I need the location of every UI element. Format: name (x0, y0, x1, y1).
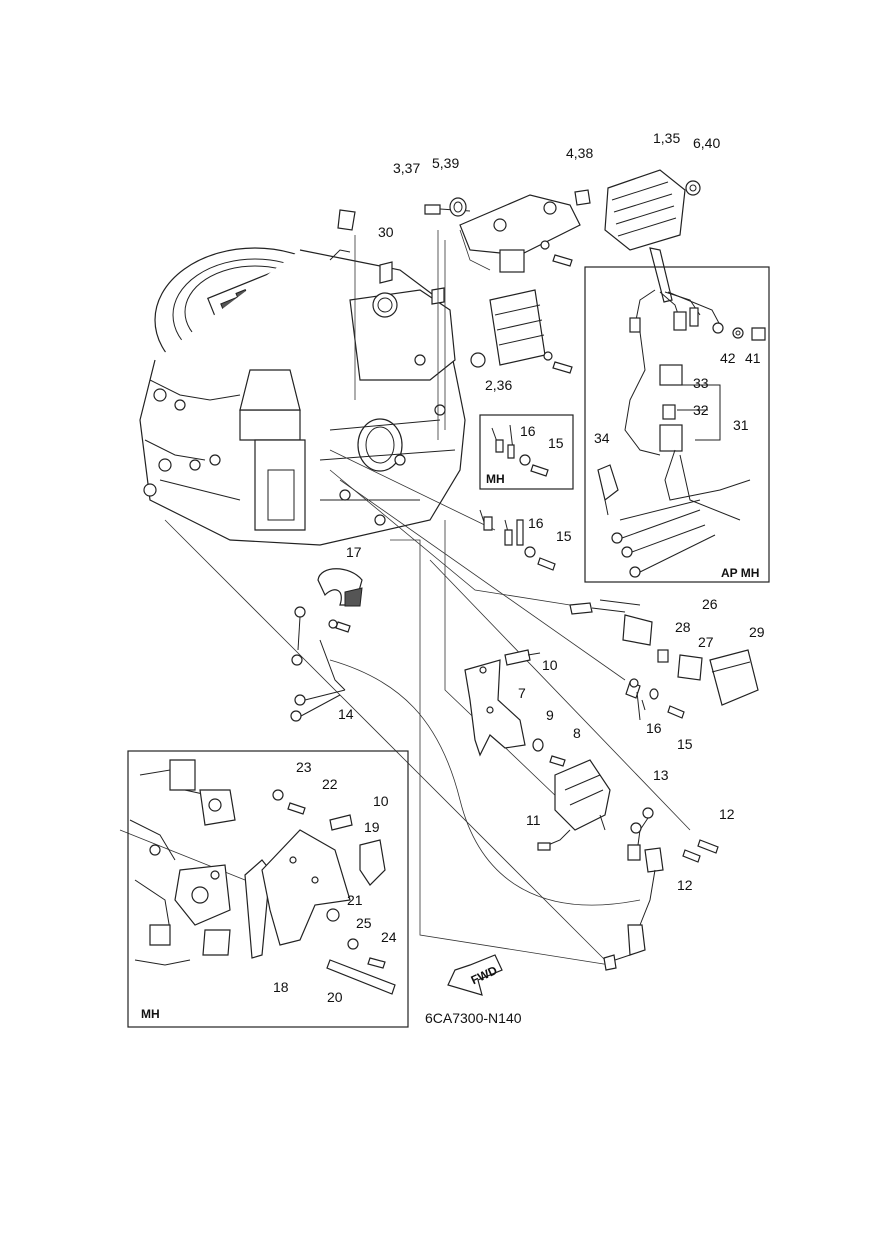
label-28: 28 (675, 619, 691, 635)
label-7: 7 (518, 685, 526, 701)
label-32: 32 (693, 402, 709, 418)
label-2-36: 2,36 (485, 377, 512, 393)
label-31: 31 (733, 417, 749, 433)
mh-large-title: MH (141, 1007, 160, 1021)
mh-small-title: MH (486, 472, 505, 486)
label-16-a: 16 (520, 423, 536, 439)
wire-terminals (479, 509, 556, 571)
label-41: 41 (745, 350, 761, 366)
label-42: 42 (720, 350, 736, 366)
label-15-b: 15 (556, 528, 572, 544)
label-10-a: 10 (542, 657, 558, 673)
label-26: 26 (702, 596, 718, 612)
label-13: 13 (653, 767, 669, 783)
callout-labels: 1,35 6,40 4,38 3,37 5,39 30 2,36 42 41 3… (273, 130, 765, 1005)
rectifier-bracket (424, 189, 591, 374)
label-3-37: 3,37 (393, 160, 420, 176)
engine-block (139, 247, 466, 546)
label-16-c: 16 (646, 720, 662, 736)
label-25: 25 (356, 915, 372, 931)
rectifier-regulator (337, 169, 701, 303)
label-1-35: 1,35 (653, 130, 680, 146)
diagram-code: 6CA7300-N140 (425, 1010, 522, 1026)
clamp-and-ground-lead (290, 568, 363, 722)
label-22: 22 (322, 776, 338, 792)
label-9: 9 (546, 707, 554, 723)
label-30: 30 (378, 224, 394, 240)
ap-mh-inset (584, 266, 770, 583)
bracket-7-assembly (464, 649, 685, 767)
label-14: 14 (338, 706, 354, 722)
fwd-arrow (447, 954, 503, 996)
label-12-b: 12 (677, 877, 693, 893)
label-15-c: 15 (677, 736, 693, 752)
part-11-regulator (537, 759, 719, 971)
label-16-b: 16 (528, 515, 544, 531)
guide-lines (119, 229, 691, 966)
label-17: 17 (346, 544, 362, 560)
label-12-a: 12 (719, 806, 735, 822)
label-34: 34 (594, 430, 610, 446)
label-10-b: 10 (373, 793, 389, 809)
label-15-a: 15 (548, 435, 564, 451)
mh-small-inset (479, 414, 574, 490)
inset-titles: AP MH MH MH (141, 472, 759, 1021)
relay-harness (569, 599, 759, 706)
label-21: 21 (347, 892, 363, 908)
label-4-38: 4,38 (566, 145, 593, 161)
label-6-40: 6,40 (693, 135, 720, 151)
label-8: 8 (573, 725, 581, 741)
mh-large-inset (127, 750, 409, 1028)
label-27: 27 (698, 634, 714, 650)
label-18: 18 (273, 979, 289, 995)
ap-mh-title: AP MH (721, 566, 759, 580)
label-23: 23 (296, 759, 312, 775)
label-5-39: 5,39 (432, 155, 459, 171)
label-19: 19 (364, 819, 380, 835)
label-11: 11 (526, 812, 541, 828)
label-29: 29 (749, 624, 765, 640)
label-24: 24 (381, 929, 397, 945)
label-20: 20 (327, 989, 343, 1005)
label-33: 33 (693, 375, 709, 391)
